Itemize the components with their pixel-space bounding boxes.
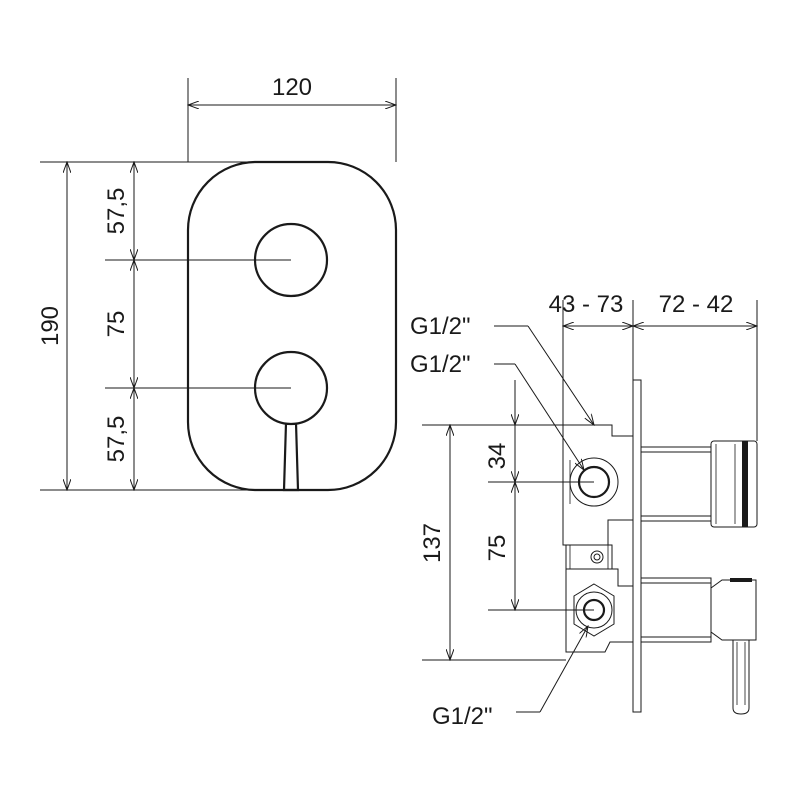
height-label: 190: [37, 306, 64, 346]
top-offset-label-side: 34: [484, 443, 511, 470]
connection-bottom-label: G1/2": [432, 703, 493, 730]
connection-bottom-leader: [539, 626, 588, 713]
knob-grip-ring: [742, 441, 748, 527]
bottom-offset-label: 57,5: [103, 416, 130, 463]
width-label: 120: [272, 74, 312, 101]
mixer-lever: [282, 422, 300, 492]
lower-valve-body: [565, 568, 634, 653]
upper-side-knob: [710, 440, 758, 528]
upper-valve-body: [562, 424, 634, 546]
side-cover-plate: [632, 379, 642, 713]
top-offset-label: 57,5: [103, 188, 130, 235]
cover-plate: [186, 160, 398, 492]
depth-max-label: 72 - 42: [659, 291, 734, 318]
body-height-label: 137: [419, 523, 446, 563]
lower-lever-hub: [710, 579, 757, 641]
front-view: 120 190 57,5 75 57,5: [37, 74, 398, 492]
lower-port-hex: [573, 583, 615, 637]
lower-lever-handle: [732, 640, 750, 715]
connection-top-label: G1/2": [410, 313, 471, 340]
upper-cartridge: [640, 446, 712, 522]
connection-mid-leader: [514, 363, 584, 470]
connection-top-leader: [527, 325, 594, 425]
lower-cartridge: [640, 577, 712, 643]
spacing-label: 75: [103, 311, 130, 338]
coupling-nut: [565, 544, 613, 570]
spacing-label-side: 75: [484, 535, 511, 562]
connection-mid-label: G1/2": [410, 351, 471, 378]
depth-min-label: 43 - 73: [549, 291, 624, 318]
side-view: 43 - 73 72 - 42 G1/2" G1/2" G1/2" 137 34…: [410, 291, 757, 730]
